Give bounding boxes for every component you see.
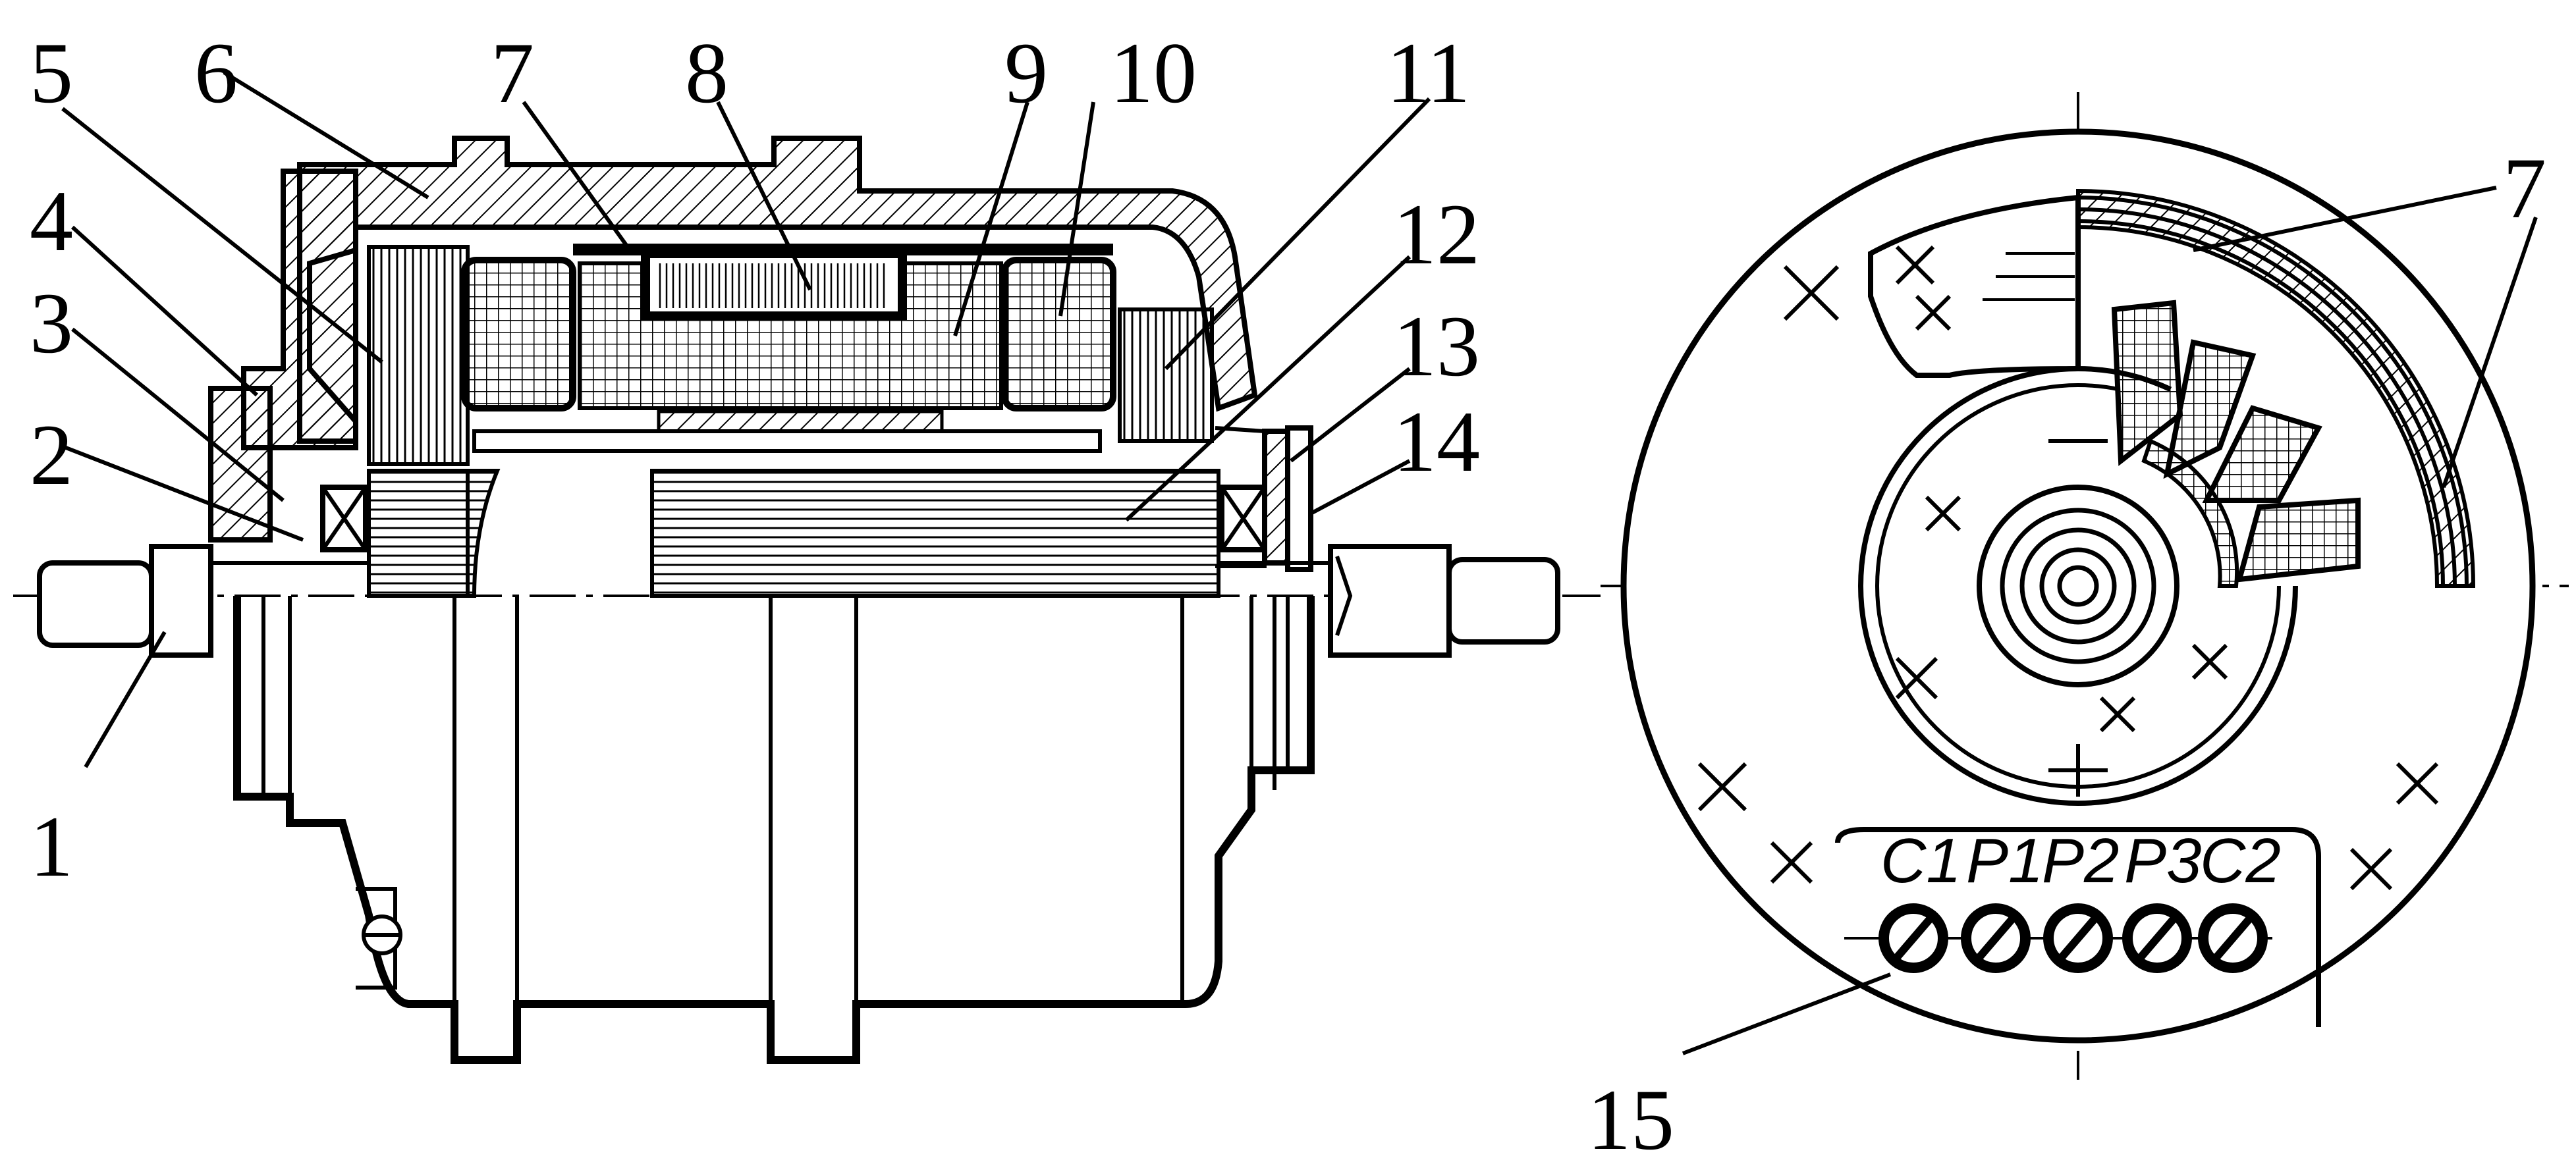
strip-7 (573, 244, 1113, 255)
fastener-marks (1697, 245, 2439, 891)
inner-ring-outer (1858, 366, 2298, 806)
side-section-view: 1 2 3 4 5 6 7 8 9 10 11 12 13 14 (13, 24, 1601, 1064)
housing-section (297, 136, 1258, 444)
callout-15: 15 (1587, 1071, 1674, 1166)
winding-arc-7 (2076, 188, 2476, 588)
terminal-label-p2: P2 (2042, 826, 2119, 896)
end-view: C1 P1 P2 P3 C2 7 15 (1587, 92, 2569, 1166)
leader-lines (61, 70, 1431, 768)
end-shield-left (241, 169, 358, 450)
hub-ring-2 (2000, 508, 2156, 664)
callout-6: 6 (194, 24, 238, 121)
callout-1: 1 (30, 798, 73, 895)
housing-outline-lower (233, 596, 1315, 1064)
stator-core-left (367, 245, 470, 466)
rotor-12 (650, 469, 1220, 598)
end-cap-14 (1285, 425, 1313, 572)
stator-teeth (2111, 300, 2361, 588)
terminal-label-c1: C1 (1880, 826, 1961, 896)
callout-11: 11 (1386, 24, 1470, 121)
coil-10 (1001, 257, 1116, 411)
bearing-left (320, 485, 368, 552)
cover-segment (1868, 194, 2081, 378)
callout-13: 13 (1393, 298, 1480, 394)
terminal-screws (1878, 903, 2268, 973)
rotor-left (367, 469, 470, 598)
shaft-1 (37, 544, 1560, 658)
shaft-end (2057, 565, 2099, 607)
callout-7-side: 7 (491, 24, 534, 121)
callout-5: 5 (30, 24, 73, 121)
pole-plate (657, 410, 944, 433)
terminal-label-p1: P1 (1966, 826, 2043, 896)
hub-ring-4 (2039, 547, 2117, 625)
callout-2: 2 (30, 406, 73, 503)
callout-3: 3 (30, 275, 73, 371)
callout-4: 4 (30, 172, 73, 269)
hub-ring-1 (1977, 485, 2179, 687)
hub-ring-3 (2019, 527, 2137, 645)
terminal-block (1835, 827, 2321, 1027)
bearing-right (1219, 485, 1267, 552)
coil-left (461, 257, 576, 411)
callout-7-end: 7 (2503, 140, 2546, 236)
rotor-step (466, 469, 501, 598)
callout-8: 8 (685, 24, 728, 121)
callout-9: 9 (1004, 24, 1048, 121)
callout-14: 14 (1393, 393, 1480, 490)
stator-core-right (1118, 307, 1214, 443)
callout-12: 12 (1393, 186, 1480, 282)
terminal-label-p3: P3 (2124, 826, 2201, 896)
callout-10: 10 (1110, 24, 1197, 121)
terminal-label-c2: C2 (2200, 826, 2281, 896)
